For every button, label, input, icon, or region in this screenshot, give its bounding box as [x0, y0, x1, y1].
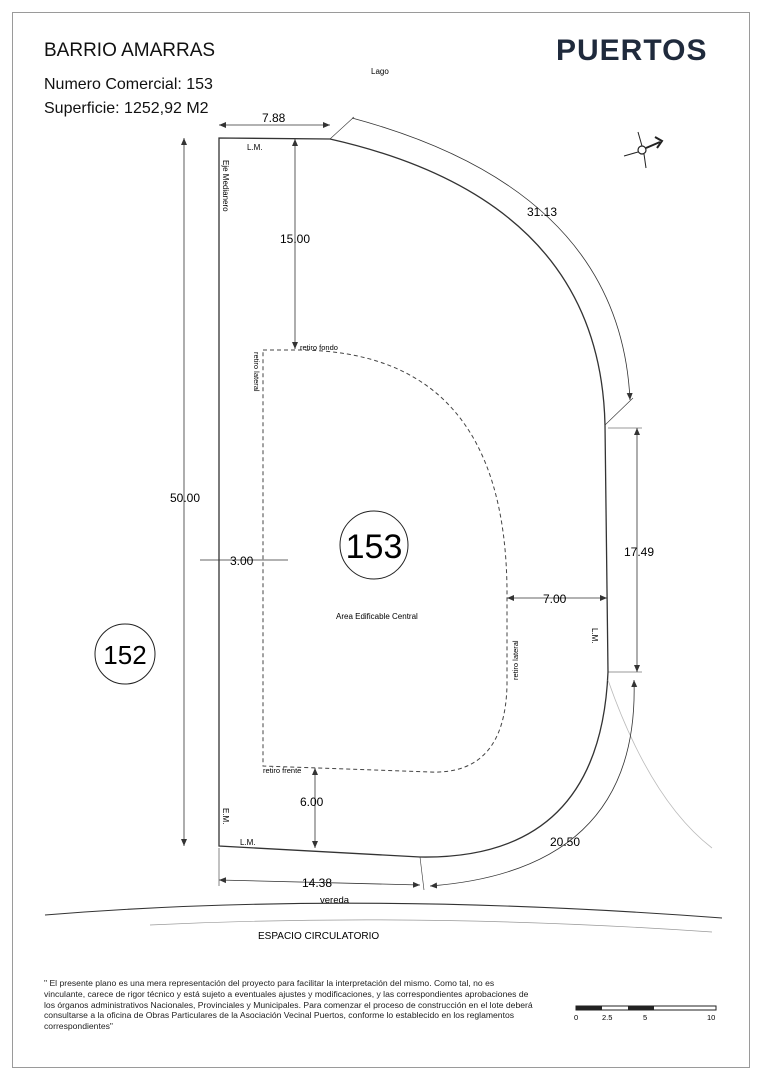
dim-top-front: 7.88	[262, 111, 286, 125]
lot-153-circle	[339, 510, 409, 580]
dim-side-setback: 3.00	[230, 554, 254, 568]
dim-arc-bottom	[429, 679, 638, 889]
dim-ext-arc-top-start	[329, 116, 355, 140]
lake-label: Lago	[371, 67, 389, 76]
lm-bottom-label: L.M.	[240, 838, 256, 847]
dim-line-bottom-front	[218, 877, 421, 888]
scale-tick-5: 5	[643, 1013, 647, 1022]
lot-number: 153	[346, 528, 403, 566]
dim-bottom-front: 14.38	[302, 876, 332, 890]
disclaimer-text: " El presente plano es una mera represen…	[44, 978, 533, 1032]
neighbor-lot-number: 152	[103, 640, 146, 670]
buildable-area-label: Area Edificable Central	[336, 612, 418, 621]
sheet-frame	[12, 12, 750, 1068]
dim-arc-top-value: 31.13	[527, 205, 557, 219]
retiro-lateral-left-label: retiro lateral	[252, 352, 261, 392]
commercial-number: Numero Comercial: 153	[44, 76, 213, 93]
scale-tick-2-5: 2.5	[602, 1013, 612, 1022]
dim-ext-arc-top-end	[604, 397, 634, 426]
dim-right-setback: 7.00	[543, 592, 567, 606]
surface-area: Superficie: 1252,92 M2	[44, 100, 209, 117]
dim-right-straight: 17.49	[624, 545, 654, 559]
north-arrow-icon	[623, 131, 664, 169]
scale-bar	[575, 1005, 717, 1011]
eje-medianero-label: Eje Medianero	[221, 160, 230, 212]
em-label: E.M.	[221, 808, 230, 824]
retiro-lateral-right-label: retiro lateral	[511, 640, 520, 680]
road-curve-lower	[149, 919, 713, 933]
dim-arc-bottom-value: 20.50	[550, 835, 580, 849]
lm-right-label: L.M.	[590, 628, 599, 644]
dim-arc-top	[351, 117, 633, 401]
puertos-logo: PUERTOS	[556, 34, 708, 67]
dim-front-setback: 6.00	[300, 795, 324, 809]
neighborhood-title: BARRIO AMARRAS	[44, 40, 216, 61]
retiro-fondo-label: retiro fondo	[300, 343, 338, 352]
lot-boundary	[218, 137, 609, 858]
road-curve-upper	[44, 902, 723, 919]
retiro-frente-label: retiro frente	[263, 766, 301, 775]
scale-tick-0: 0	[574, 1013, 578, 1022]
dim-rear-setback: 15.00	[280, 232, 310, 246]
scale-tick-10: 10	[707, 1013, 715, 1022]
dim-ext-bottom-right	[419, 856, 425, 891]
circulation-label: ESPACIO CIRCULATORIO	[258, 931, 379, 942]
lot-152-circle	[94, 623, 156, 685]
sidewalk-label: vereda	[320, 895, 350, 906]
buildable-area-outline	[262, 349, 508, 773]
dim-left-total: 50.00	[170, 491, 200, 505]
lm-top-label: L.M.	[247, 143, 263, 152]
